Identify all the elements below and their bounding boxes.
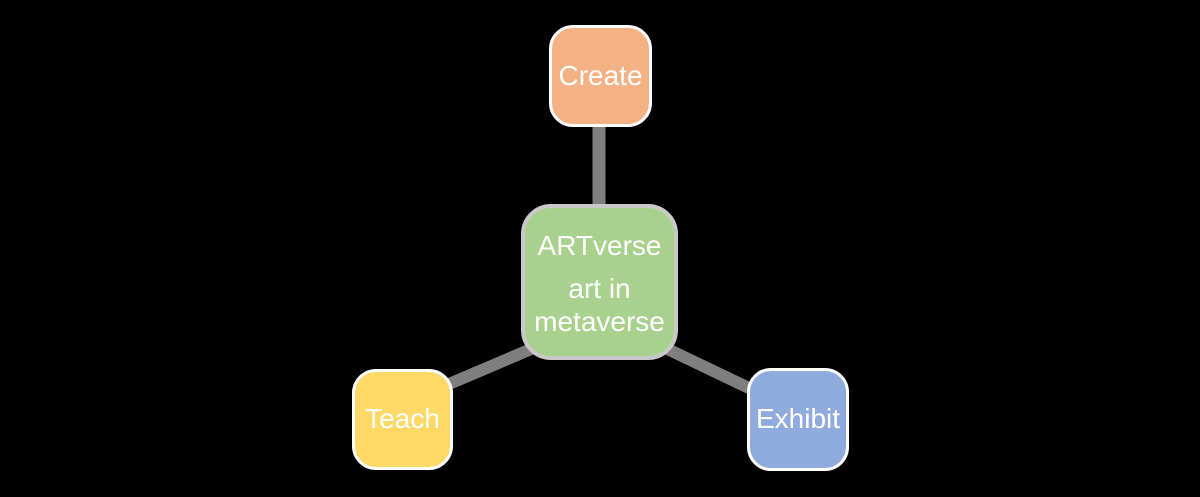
node-teach-label: Teach [365, 403, 440, 435]
node-create-label: Create [558, 59, 643, 91]
node-create: Create [549, 25, 652, 127]
node-artverse-center: ARTverse art in metaverse [521, 204, 678, 360]
node-exhibit: Exhibit [747, 368, 849, 471]
connector-center-to-exhibit [654, 338, 754, 395]
node-artverse-title: ARTverse [537, 230, 662, 261]
node-teach: Teach [352, 369, 453, 470]
node-artverse-subtitle: art in metaverse [534, 273, 665, 337]
node-exhibit-label: Exhibit [755, 403, 841, 435]
connector-center-to-teach [446, 338, 546, 390]
